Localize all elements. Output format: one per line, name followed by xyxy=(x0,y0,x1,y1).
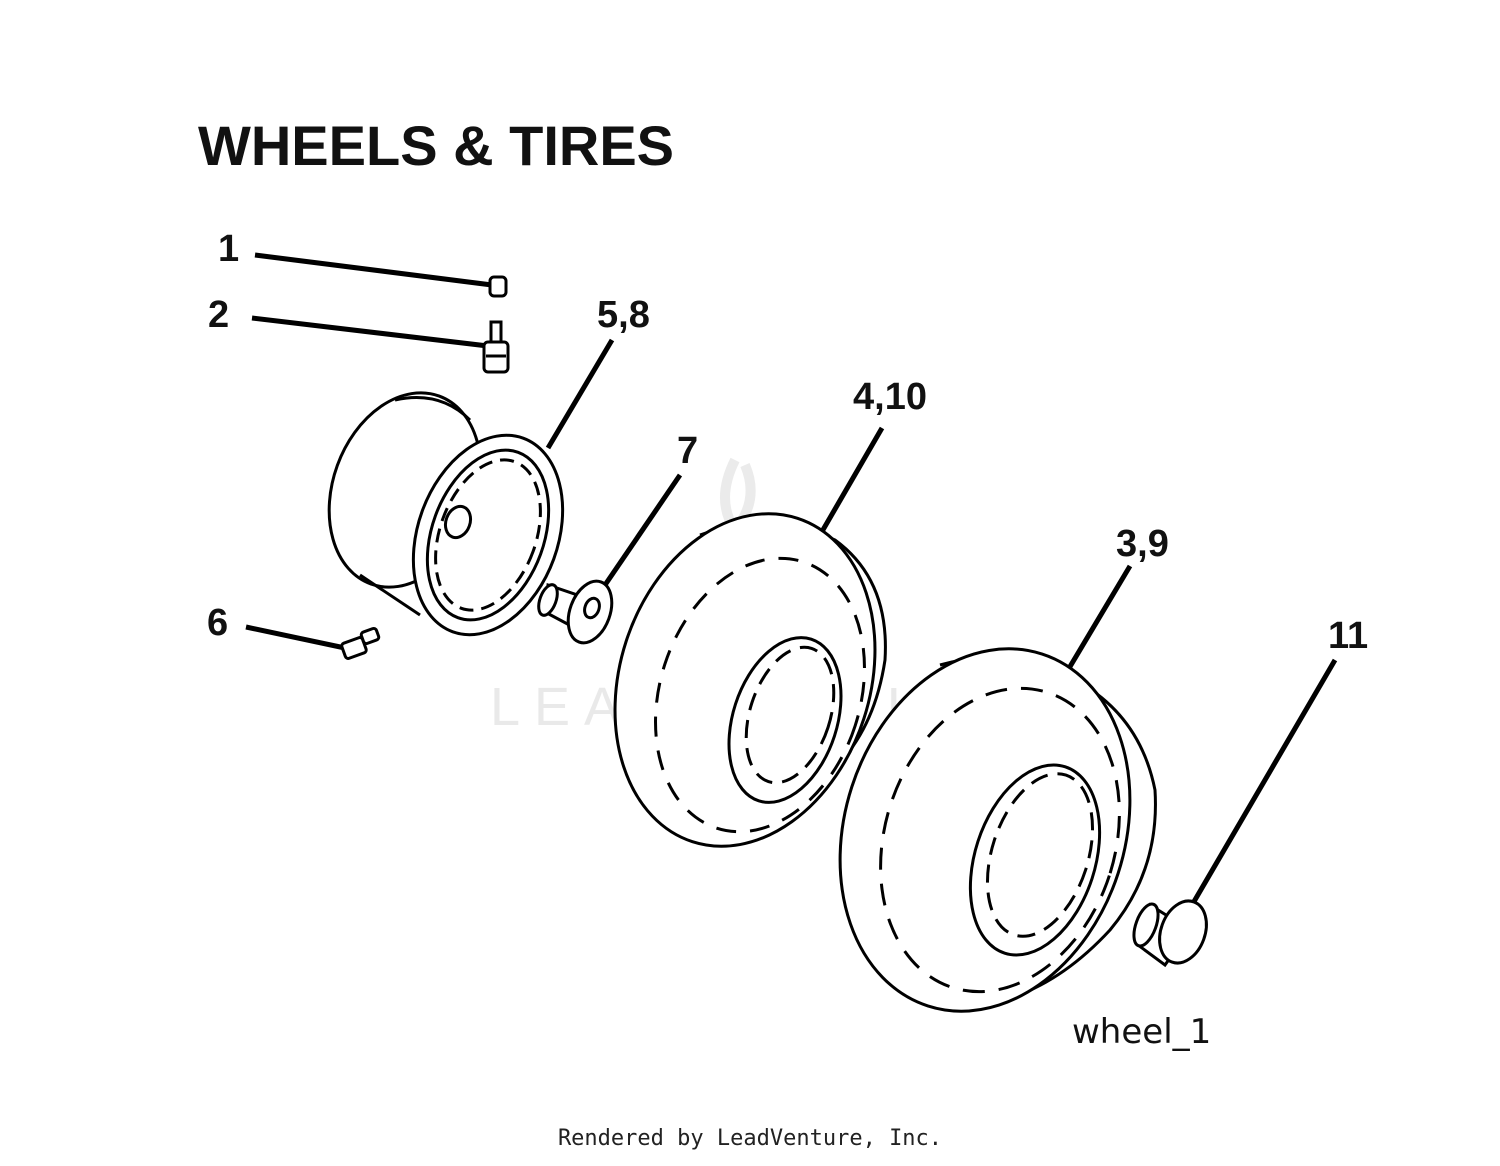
bushing-part xyxy=(537,579,614,645)
leader-line-3-9 xyxy=(1062,564,1133,677)
tire-part-4-10 xyxy=(613,512,887,848)
hub-cap-part xyxy=(1132,899,1208,968)
diagram-title: WHEELS & TIRES xyxy=(198,114,675,177)
leader-line-6 xyxy=(245,624,346,651)
callout-2: 2 xyxy=(208,294,230,336)
leader-lines xyxy=(245,252,1338,907)
leader-line-1 xyxy=(254,252,493,288)
grease-fitting-part xyxy=(340,626,381,660)
valve-cap-part xyxy=(488,275,508,298)
leader-line-4-10 xyxy=(817,426,885,537)
tire-part-3-9 xyxy=(838,647,1157,1013)
callout-5-8: 5,8 xyxy=(597,294,650,336)
render-credit: Rendered by LeadVenture, Inc. xyxy=(557,1126,943,1151)
callout-1: 1 xyxy=(218,228,240,270)
callout-11: 11 xyxy=(1328,615,1369,657)
callout-7: 7 xyxy=(677,430,699,472)
callout-3-9: 3,9 xyxy=(1116,523,1169,565)
leader-line-11 xyxy=(1189,658,1338,907)
leader-line-2 xyxy=(251,315,489,349)
leader-line-5-8 xyxy=(545,338,615,450)
figure-id: wheel_1 xyxy=(1072,1012,1212,1052)
callout-6: 6 xyxy=(207,602,229,644)
callout-4-10: 4,10 xyxy=(853,376,927,418)
valve-stem-part xyxy=(482,320,510,374)
wheel-rim-part xyxy=(327,391,565,637)
leader-line-7 xyxy=(602,473,683,587)
